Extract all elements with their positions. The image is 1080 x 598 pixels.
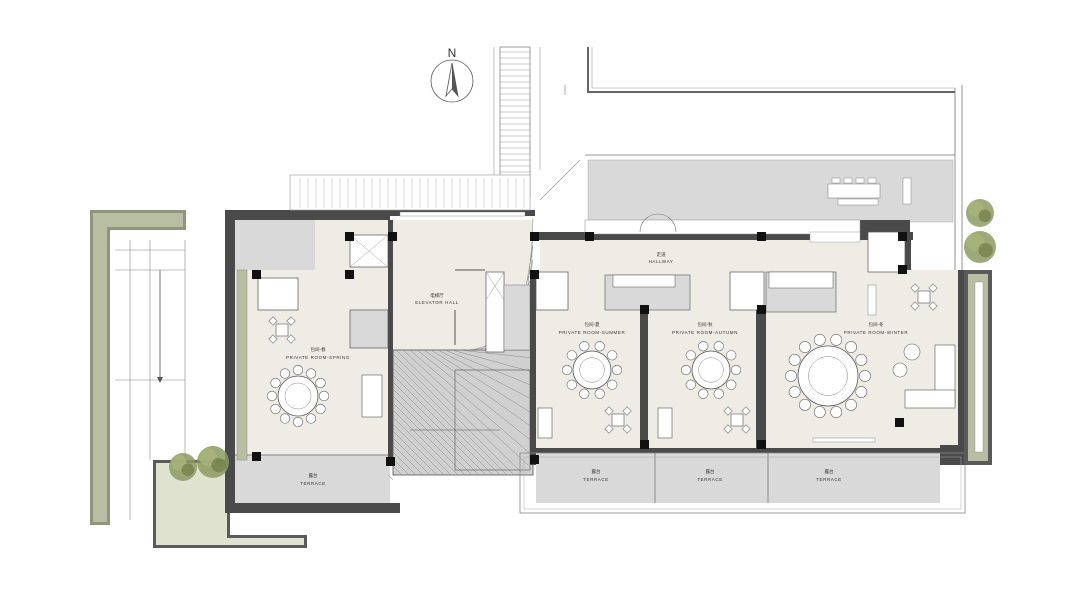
service-shaft	[485, 271, 505, 353]
left-planter	[90, 210, 307, 548]
wc-spring	[257, 277, 299, 311]
terrace-spring-area	[235, 455, 390, 503]
round-dining-table	[785, 334, 871, 418]
winter-label-en: PRIVATE ROOM-WINTER	[844, 330, 909, 335]
tree-icon	[964, 231, 996, 263]
terrace-spring-label-en: TERRACE	[300, 481, 326, 486]
column	[345, 232, 354, 241]
elevator-hall-label-en: ELEVATOR HALL	[415, 300, 459, 305]
tree-icon	[966, 199, 994, 227]
elevator-hall-label-cn: 电梯厅	[430, 292, 444, 299]
elevator-2	[349, 309, 389, 349]
round-dining-table	[561, 341, 623, 399]
square-table	[268, 316, 296, 344]
hallway-floor	[540, 240, 905, 270]
terrace-autumn-label-en: TERRACE	[697, 477, 723, 482]
column	[757, 232, 766, 241]
terrace-rooms-area	[536, 453, 940, 503]
sofa	[537, 407, 553, 439]
exterior-stair	[499, 46, 531, 198]
north-arrow: N	[430, 46, 474, 103]
square-table	[723, 406, 751, 434]
column	[585, 232, 594, 241]
terrace-summer-label-en: TERRACE	[583, 477, 609, 482]
column	[386, 457, 395, 466]
winter-label-cn: 包间-冬	[869, 321, 884, 328]
upper-courtyard	[585, 47, 963, 270]
sofa	[904, 389, 956, 409]
spring-label-en: PRIVATE ROOM-SPRING	[286, 355, 350, 360]
column	[530, 232, 539, 241]
hallway-label-en: HALLWAY	[649, 259, 674, 264]
round-dining-table	[266, 364, 330, 428]
column	[252, 452, 261, 461]
round-dining-table	[680, 341, 742, 399]
column	[757, 440, 766, 449]
column	[388, 232, 397, 241]
autumn-label-cn: 包间-秋	[698, 321, 713, 328]
tree-icon	[197, 446, 229, 478]
column	[345, 270, 354, 279]
column	[252, 270, 261, 279]
column	[530, 270, 539, 279]
tree-icon	[169, 453, 197, 481]
room-labels: 走道 HALLWAY 电梯厅 ELEVATOR HALL 包间-春 PRIVAT…	[286, 251, 908, 486]
column	[530, 455, 539, 464]
column	[898, 232, 907, 241]
column	[895, 418, 904, 427]
terrace-winter-label-cn: 露台	[825, 468, 834, 475]
terrace-summer-label-cn: 露台	[592, 468, 601, 475]
square-table	[910, 283, 938, 311]
column	[640, 305, 649, 314]
summer-label-cn: 包间-夏	[585, 321, 600, 328]
wc-autumn	[729, 271, 765, 311]
column	[757, 305, 766, 314]
terrace-winter-label-en: TERRACE	[816, 477, 842, 482]
outdoor-table	[827, 183, 881, 199]
furniture	[266, 283, 956, 443]
autumn-label-en: PRIVATE ROOM-AUTUMN	[672, 330, 738, 335]
trees	[169, 199, 996, 481]
stair-shaft	[392, 349, 534, 476]
north-label: N	[448, 46, 457, 60]
roof-deck	[587, 159, 954, 223]
summer-label-en: PRIVATE ROOM-SUMMER	[559, 330, 626, 335]
column	[898, 265, 907, 274]
sofa	[361, 374, 383, 418]
terrace-autumn-label-cn: 露台	[706, 468, 715, 475]
spring-label-cn: 包间-春	[311, 346, 326, 353]
square-table	[604, 406, 632, 434]
sofa	[657, 407, 673, 439]
column	[640, 440, 649, 449]
building-shell	[225, 174, 992, 514]
hallway-label-cn: 走道	[657, 251, 666, 258]
wc-summer	[535, 271, 569, 311]
terrace-spring-label-cn: 露台	[309, 472, 318, 479]
